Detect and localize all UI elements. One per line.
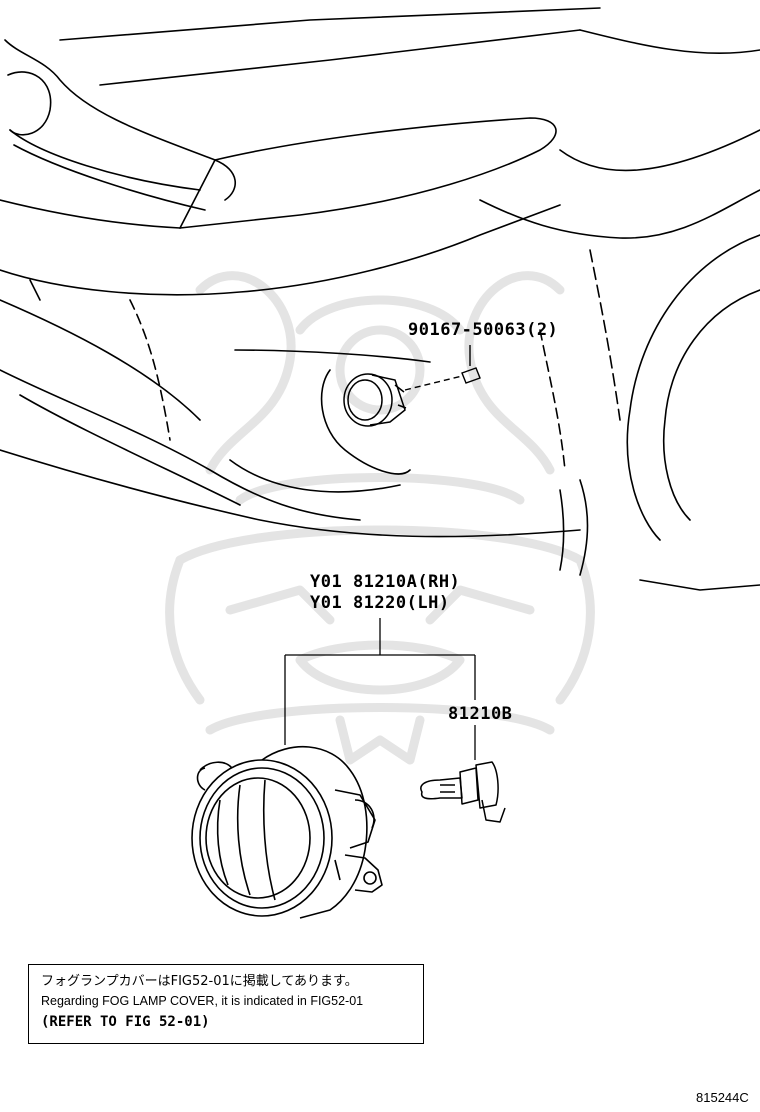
bolt-part-label: 90167-50063(2): [408, 320, 559, 340]
note-japanese-text: フォグランプカバーはFIG52-01に掲載してあります。: [41, 974, 358, 989]
installed-fog-lamp: [343, 373, 407, 427]
vehicle-front-outline: [0, 7, 760, 591]
fog-lamp-rh-part-label: Y01 81210A(RH): [310, 572, 461, 592]
fog-lamp-lh-part-label: Y01 81220(LH): [310, 593, 450, 613]
reference-note-box: フォグランプカバーはFIG52-01に掲載してあります。 Regarding F…: [28, 964, 424, 1044]
leader-lines: [284, 618, 476, 760]
figure-id: 815244C: [696, 1090, 749, 1105]
bulb-part-label: 81210B: [448, 704, 513, 724]
watermark-emblem: [165, 271, 595, 765]
fog-lamp-assembly: [191, 745, 383, 919]
bulb-icon: [420, 761, 506, 823]
note-refer-text: (REFER TO FIG 52-01): [41, 1013, 210, 1030]
note-english-text: Regarding FOG LAMP COVER, it is indicate…: [41, 994, 364, 1008]
bolt-icon: [404, 345, 481, 391]
